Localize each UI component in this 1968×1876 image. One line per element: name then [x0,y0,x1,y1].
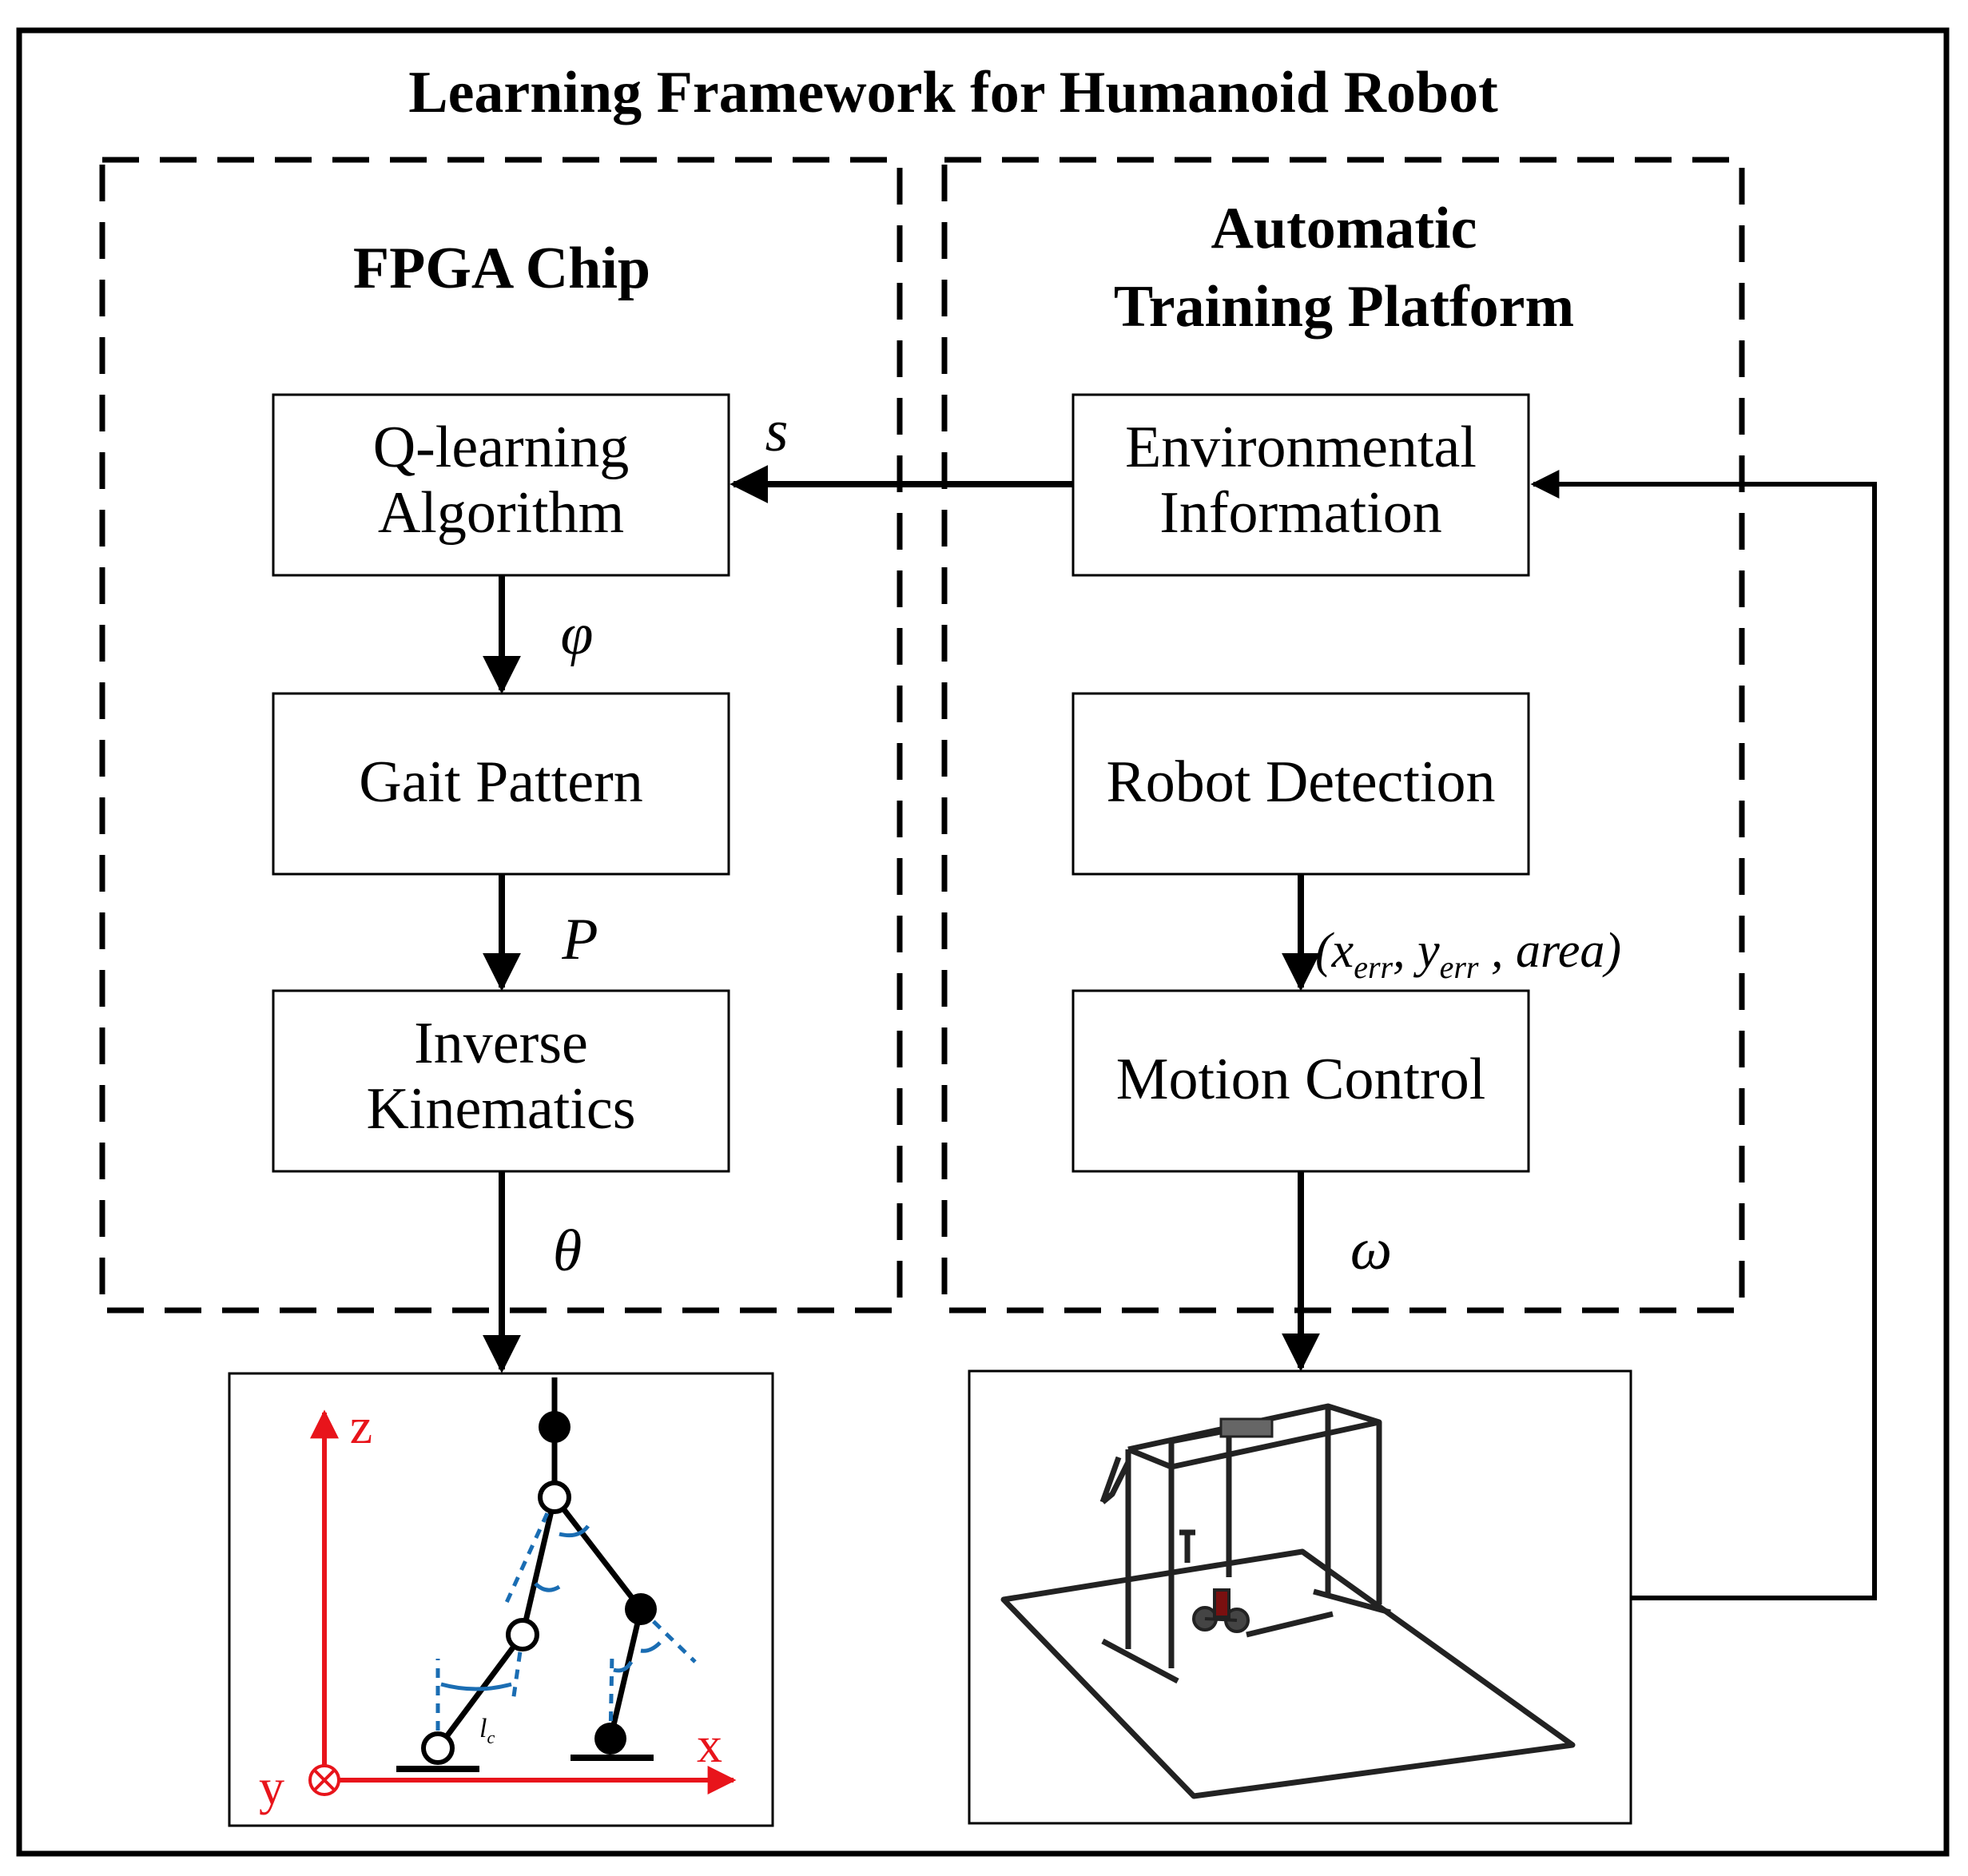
left-ankle-joint [421,1731,455,1765]
training-platform-title-line1: Automatic [1211,196,1477,261]
signal-feedback-label: (xerr, yerr , area) [1315,924,1621,985]
svg-text:Algorithm: Algorithm [378,480,624,546]
link-length-label: lc [479,1714,495,1747]
signal-phi-label: φ [561,602,594,667]
robot-detection-block: Robot Detection [1071,692,1530,876]
diagram-title: Learning Framework for Humanoid Robot [408,60,1498,125]
gait-pattern-block: Gait Pattern [272,692,730,876]
svg-text:Robot Detection: Robot Detection [1106,749,1495,815]
svg-text:Inverse: Inverse [414,1011,588,1076]
inverse-kinematics-block: Inverse Kinematics [272,989,730,1173]
svg-text:Q-learning: Q-learning [373,415,630,480]
signal-theta-label: θ [553,1218,582,1284]
joint-angle-guides [435,1496,697,1748]
svg-text:Information: Information [1159,480,1441,546]
right-ankle-joint [594,1723,626,1755]
y-axis-label: y [259,1759,284,1815]
motion-control-block: Motion Control [1071,989,1530,1173]
svg-text:Kinematics: Kinematics [366,1076,635,1142]
z-axis-label: z [350,1397,372,1454]
head-joint [539,1411,571,1443]
robot-kinematics-panel: z x y lc [228,1372,774,1827]
left-knee-joint [506,1618,539,1651]
robot-icon [1192,1588,1250,1633]
training-platform-title-line2: Training Platform [1114,274,1574,340]
svg-text:Environmental: Environmental [1125,415,1477,480]
svg-text:Gait Pattern: Gait Pattern [359,749,643,815]
signal-p-label: P [561,907,598,972]
environmental-information-block: Environmental Information [1071,393,1530,577]
arrow-platform-to-env [1530,470,1877,1600]
hip-joint [538,1481,571,1514]
qlearning-block: Q-learning Algorithm [272,393,730,577]
svg-text:Motion Control: Motion Control [1116,1047,1486,1112]
x-axis-label: x [697,1716,722,1773]
training-platform-illustration [968,1369,1632,1825]
fpga-chip-title: FPGA Chip [353,236,650,301]
signal-s-label: s [765,399,789,464]
signal-omega-label: ω [1350,1217,1392,1282]
camera-icon [1219,1417,1274,1438]
right-knee-joint [625,1593,657,1625]
outer-frame [16,27,1950,1857]
